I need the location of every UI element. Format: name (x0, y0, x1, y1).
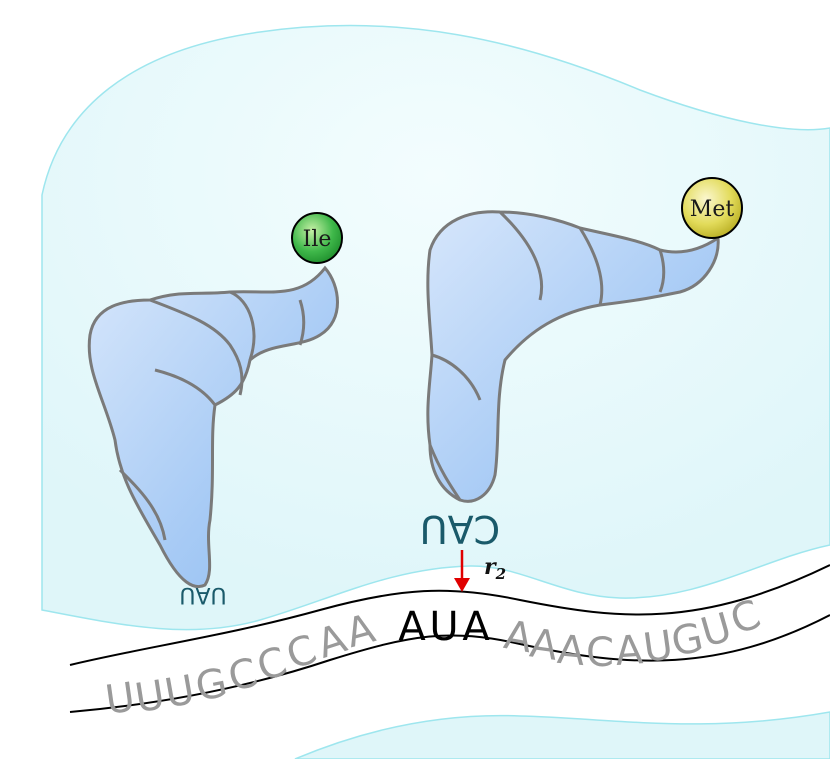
mrna-codon-base: A (462, 604, 490, 650)
mrna-base: G (192, 660, 231, 711)
met-label: Met (690, 197, 735, 222)
met-anticodon: CAU (420, 507, 500, 551)
mrna-codon-base: U (429, 604, 458, 650)
mrna-base: A (614, 627, 645, 675)
rate-subscript: 2 (495, 565, 506, 583)
mrna-base: A (555, 627, 587, 675)
cytoplasm-lower-region (295, 712, 830, 759)
ile-anticodon: UAU (179, 582, 226, 607)
mrna-codon-base: A (398, 604, 426, 650)
ile-label: Ile (303, 227, 332, 252)
mrna-base: U (161, 667, 198, 717)
mrna-base: C (586, 630, 614, 676)
